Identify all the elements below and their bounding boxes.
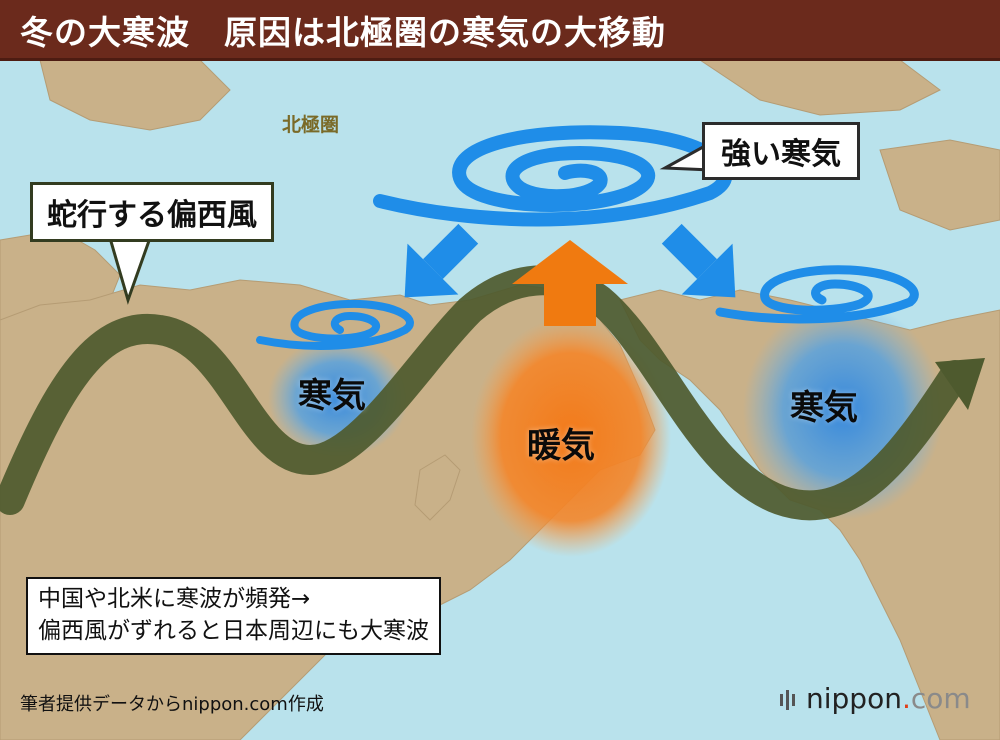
warm-air-label: 暖気: [527, 426, 595, 466]
nippon-logo-icon: [780, 690, 795, 710]
jet-arrowhead: [935, 358, 985, 410]
brand-dot: .: [901, 682, 911, 715]
page-title: 冬の大寒波 原因は北極圏の寒気の大移動: [20, 13, 666, 52]
strong-cold-callout: 強い寒気: [702, 122, 860, 180]
note-line-2: 偏西風がずれると日本周辺にも大寒波: [38, 618, 429, 644]
wavy-arrow-icon: [0, 265, 970, 521]
source-credit: 筆者提供データからnippon.com作成: [20, 694, 324, 715]
note-line-1: 中国や北米に寒波が頻発→: [38, 586, 311, 612]
arctic-label: 北極圏: [282, 114, 340, 136]
brand-name: nippon: [806, 682, 902, 715]
warm-air-mass: [471, 317, 671, 557]
jet-stream-callout: 蛇行する偏西風: [30, 182, 274, 242]
down-left-arrow-icon: [404, 223, 479, 298]
brand-logo: nippon.com: [780, 682, 971, 715]
down-right-arrow-icon: [661, 223, 736, 298]
spiral-vortex-icon: [256, 299, 414, 350]
spiral-vortex-icon: [715, 265, 919, 324]
brand-suffix: com: [910, 682, 971, 715]
cold-air-label-2: 寒気: [790, 388, 858, 428]
title-bar: 冬の大寒波 原因は北極圏の寒気の大移動: [0, 0, 1000, 61]
note-box: 中国や北米に寒波が頻発→ 偏西風がずれると日本周辺にも大寒波: [26, 577, 441, 655]
up-arrow-icon: [512, 240, 628, 326]
spiral-vortex-icon: [373, 125, 733, 227]
cold-air-label-1: 寒気: [298, 376, 366, 416]
